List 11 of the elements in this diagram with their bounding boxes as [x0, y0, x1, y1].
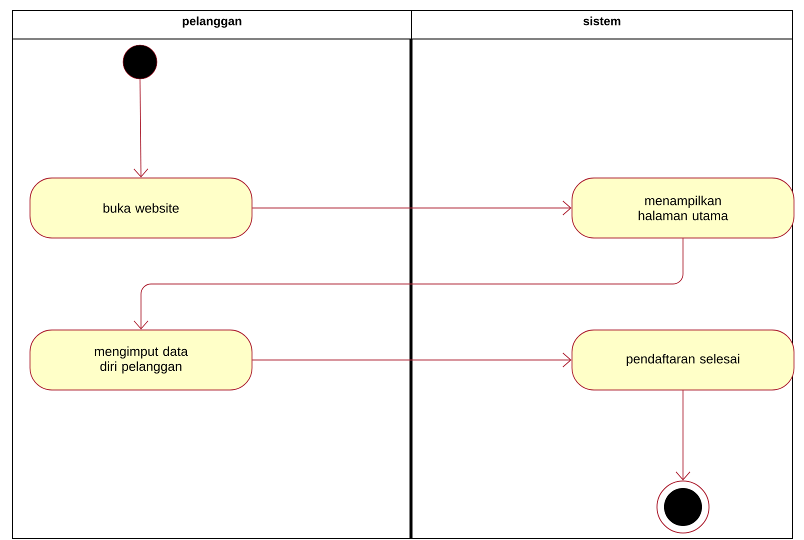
start-node	[122, 44, 158, 80]
arrow	[252, 352, 572, 368]
action-box: menampilkan halaman utama	[572, 178, 794, 238]
action-box: buka website	[30, 178, 252, 238]
action-box: mengimput data diri pelanggan	[30, 330, 252, 390]
end-node	[656, 480, 710, 534]
arrow	[676, 390, 690, 480]
arrow	[252, 200, 572, 216]
arrow	[134, 238, 684, 330]
arrow	[133, 78, 148, 178]
action-box: pendaftaran selesai	[572, 330, 794, 390]
